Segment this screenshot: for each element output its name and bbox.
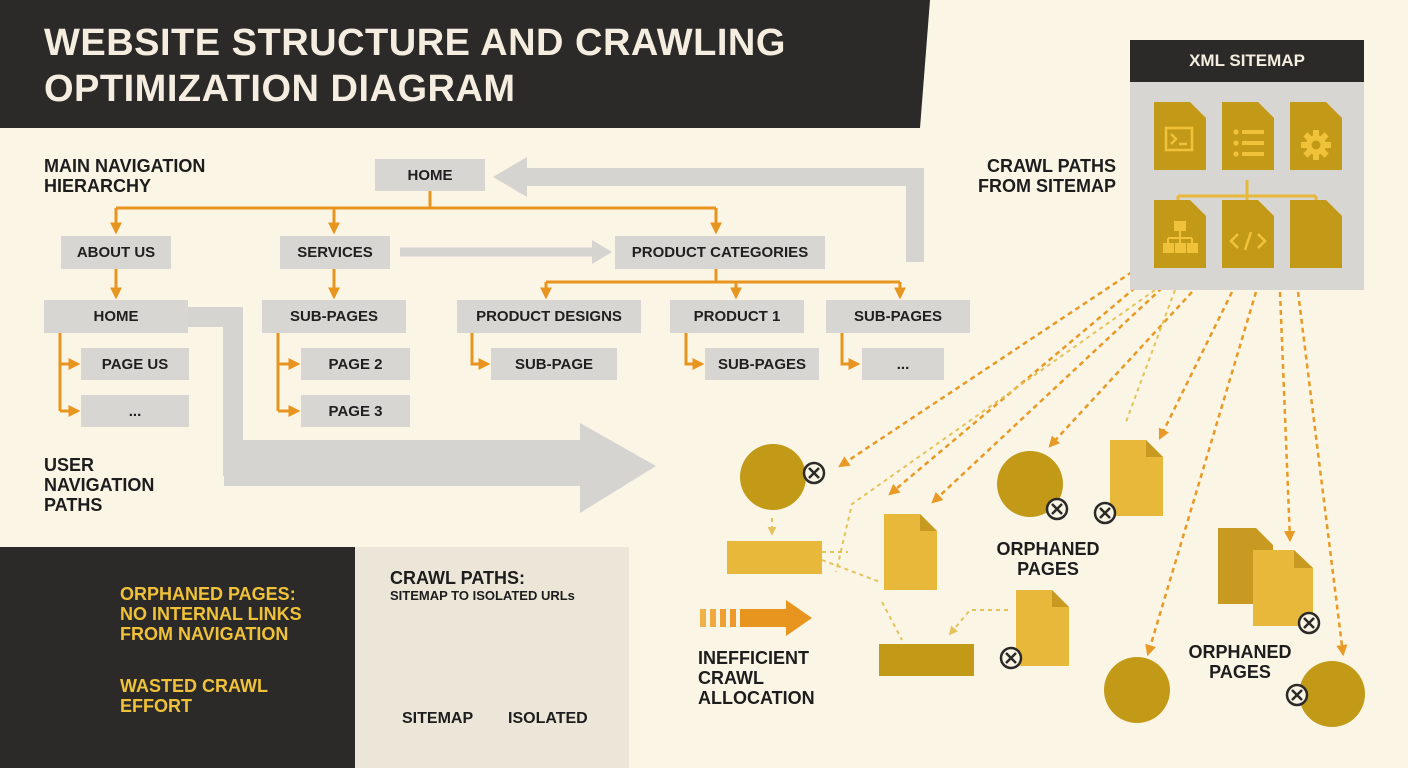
- crawl-path-arrow: [835, 289, 1156, 573]
- code-icon: [1222, 200, 1274, 268]
- crawl-path-arrow: [931, 287, 1163, 504]
- orphaned-document-stack-icon: [1218, 528, 1321, 635]
- orphaned-document-icon: [999, 590, 1069, 670]
- blank-document-icon: [1290, 200, 1342, 268]
- node-page-3: PAGE 3: [301, 395, 410, 427]
- orphaned-pages-label: ORPHANED PAGES: [996, 539, 1100, 579]
- gear-icon: [1301, 130, 1331, 160]
- return-to-home-arrow: [493, 157, 924, 262]
- orphaned-page-node: [740, 444, 826, 510]
- title-band: [0, 0, 930, 128]
- crawl-path-arrow: [1278, 291, 1296, 543]
- user-navigation-arrow: [188, 307, 656, 513]
- legend-panel: [0, 547, 355, 768]
- node-sub-page: SUB-PAGE: [491, 348, 617, 380]
- main-navigation-label: MAIN NAVIGATION HIERARCHY: [44, 156, 206, 196]
- crawl-paths-label: CRAWL PATHS FROM SITEMAP: [978, 156, 1116, 196]
- orphaned-pages-label: ORPHANED PAGES: [1188, 642, 1292, 682]
- user-navigation-label: USER NAVIGATION PATHS: [44, 455, 155, 515]
- orphaned-page-node: [997, 451, 1069, 521]
- inefficient-crawl-label: INEFFICIENT CRAWL ALLOCATION: [698, 648, 815, 708]
- crawl-path-arrow: [1158, 291, 1234, 441]
- list-icon: [1233, 129, 1264, 157]
- orphaned-page-node: [1104, 657, 1170, 723]
- chart-category-label: SITEMAP: [402, 710, 474, 727]
- crawl-path-arrow: [1125, 289, 1176, 423]
- page-title: WEBSITE STRUCTURE AND CRAWLING OPTIMIZAT…: [44, 22, 786, 110]
- crawl-path-arrow: [948, 609, 1008, 636]
- orphaned-page-node: [1285, 661, 1365, 727]
- node-ellipsis: ...: [862, 348, 944, 380]
- node-product-1: PRODUCT 1: [670, 300, 804, 333]
- node-page-2: PAGE 2: [301, 348, 410, 380]
- node-home: HOME: [375, 159, 485, 191]
- hierarchy-connector: [684, 333, 705, 370]
- node-sub-pages: SUB-PAGES: [705, 348, 819, 380]
- crawl-path-arrow: [821, 559, 881, 583]
- hierarchy-connector: [470, 333, 491, 370]
- terminal-icon: [1170, 133, 1187, 146]
- node-about-us: ABOUT US: [61, 236, 171, 269]
- crawl-path-arrow: [1296, 291, 1348, 657]
- node-sub-pages: SUB-PAGES: [826, 300, 970, 333]
- chart-subtitle: SITEMAP TO ISOLATED URLs: [390, 588, 575, 603]
- terminal-icon: [1154, 102, 1206, 170]
- orphaned-page-block: [879, 644, 974, 676]
- orphaned-page-block: [727, 541, 822, 574]
- crawl-path-arrow: [881, 601, 903, 641]
- chart-panel: [355, 547, 629, 768]
- chart-category-label: ISOLATED: [508, 710, 588, 727]
- node-page-us: PAGE US: [81, 348, 189, 380]
- terminal-icon: [1164, 126, 1194, 152]
- hierarchy-connector: [840, 333, 861, 370]
- xml-sitemap-panel: XML SITEMAP: [1130, 40, 1364, 290]
- node-product-designs: PRODUCT DESIGNS: [457, 300, 641, 333]
- orphaned-document-icon: [884, 514, 937, 590]
- inefficient-crawl-arrow-icon: [700, 600, 812, 636]
- xml-sitemap-header: XML SITEMAP: [1130, 40, 1364, 82]
- orphaned-document-icon: [1093, 440, 1163, 525]
- chart-title: CRAWL PATHS:: [390, 568, 525, 588]
- sitemap-connector: [1176, 180, 1318, 212]
- crawl-path-arrow: [1048, 291, 1193, 448]
- node-services: SERVICES: [280, 236, 390, 269]
- list-icon: [1222, 102, 1274, 170]
- node-home-sub: HOME: [44, 300, 188, 333]
- node-sub-pages: SUB-PAGES: [262, 300, 406, 333]
- legend-orphaned-text: ORPHANED PAGES: NO INTERNAL LINKS FROM N…: [120, 584, 302, 644]
- hierarchy-icon: [1163, 221, 1198, 253]
- node-ellipsis: ...: [81, 395, 189, 427]
- services-to-products-arrow: [400, 240, 612, 264]
- legend-wasted-text: WASTED CRAWL EFFORT: [120, 676, 268, 716]
- code-icon: [1229, 231, 1267, 251]
- node-product-categories: PRODUCT CATEGORIES: [615, 236, 825, 269]
- crawl-path-arrow: [838, 270, 1133, 468]
- sitemap-files: [1154, 102, 1342, 268]
